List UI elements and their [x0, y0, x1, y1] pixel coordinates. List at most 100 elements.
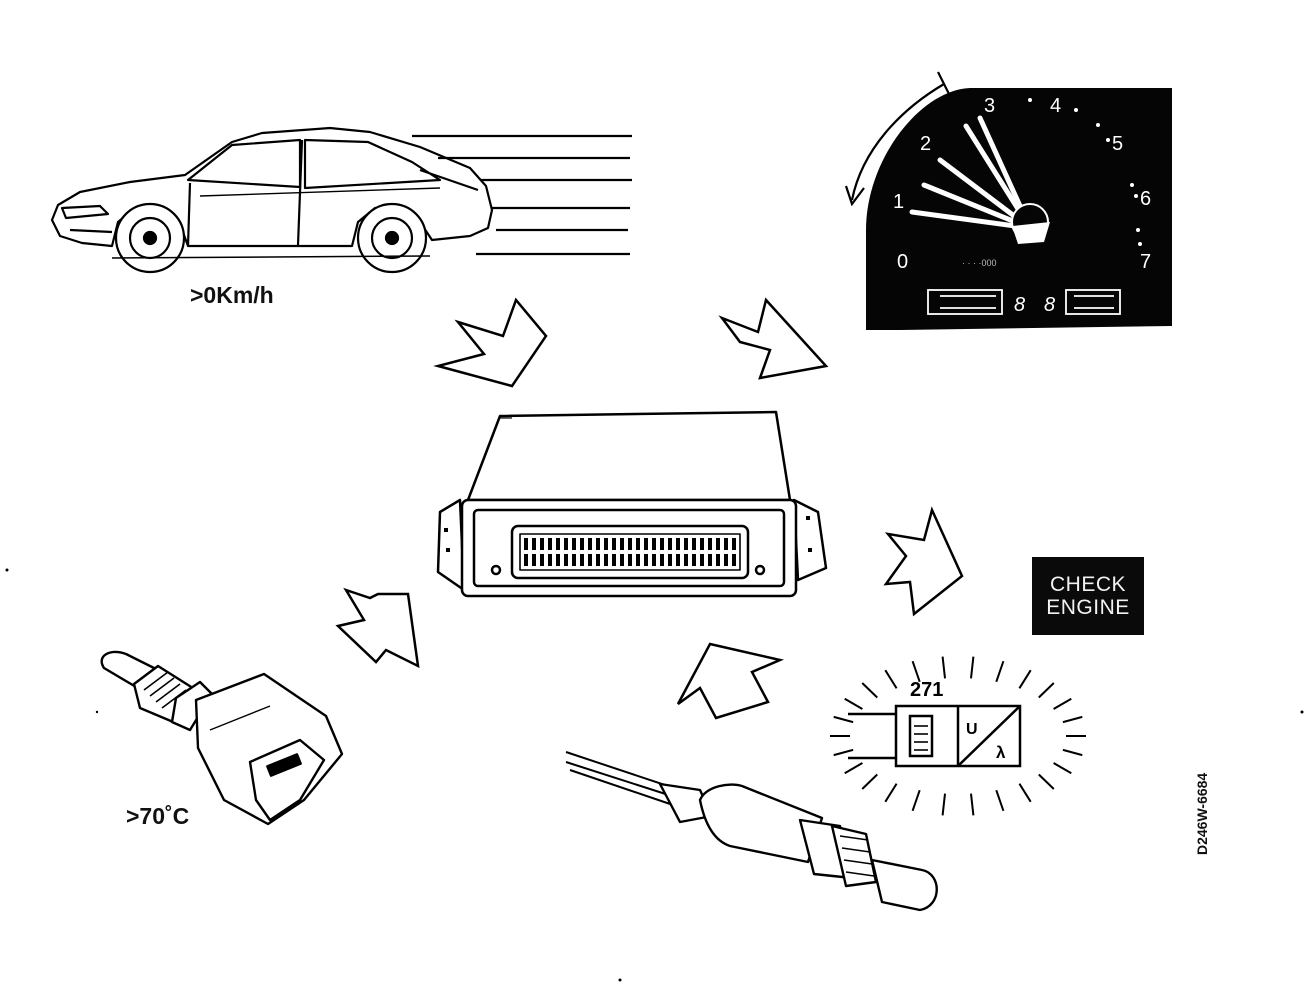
- ecu-pin: [548, 554, 552, 566]
- arrow-lambda-to-ecu: [676, 642, 785, 720]
- ecu-pin: [556, 554, 560, 566]
- odometer-digit-left: 8: [1014, 294, 1025, 316]
- arrow-tach-to-ecu: [718, 297, 829, 380]
- ecu-pin: [532, 538, 536, 550]
- glow-ray: [995, 789, 1005, 812]
- ecu-pin: [620, 538, 624, 550]
- temperature-condition-label: >70˚C: [126, 803, 190, 829]
- ecu-pin: [524, 554, 528, 566]
- tach-tick-5: 5: [1112, 133, 1123, 155]
- ecu-pin: [668, 538, 672, 550]
- glow-ray: [1053, 762, 1072, 775]
- tachometer-gauge: 0 1 2 3 4 5 6 7 · · · ·000 8 8: [866, 88, 1172, 330]
- ecu-pin: [556, 538, 560, 550]
- ecu-pin: [580, 538, 584, 550]
- car-illustration: [50, 126, 494, 274]
- ecu-pin: [652, 538, 656, 550]
- ecu-pin: [676, 538, 680, 550]
- ecu-pin: [596, 538, 600, 550]
- ecu-pin: [572, 554, 576, 566]
- ecu-pin: [612, 554, 616, 566]
- ecu-pin: [700, 538, 704, 550]
- glow-ray: [833, 715, 854, 724]
- motion-lines: [412, 134, 632, 256]
- tach-tick-4: 4: [1050, 95, 1061, 117]
- glow-ray: [833, 748, 854, 757]
- glow-ray: [844, 762, 863, 775]
- glow-ray: [884, 783, 898, 803]
- warning-glow-rays: [830, 656, 1086, 816]
- ecu-pin: [564, 554, 568, 566]
- tach-tick-2: 2: [920, 133, 931, 155]
- ecu-pin: [588, 554, 592, 566]
- glow-ray: [1053, 697, 1072, 710]
- ecu-pin: [540, 538, 544, 550]
- ecu-pin: [644, 538, 648, 550]
- ecu-pin: [572, 538, 576, 550]
- ecu-pin: [548, 538, 552, 550]
- glow-ray: [941, 793, 946, 816]
- speed-condition-label: >0Km/h: [190, 282, 274, 308]
- glow-ray: [1018, 783, 1032, 803]
- scan-specks: [5, 568, 1304, 982]
- glow-ray: [861, 773, 878, 790]
- tach-tick-3: 3: [984, 95, 995, 117]
- rpm-sweep-arrow: [844, 71, 951, 207]
- ecu-pin: [588, 538, 592, 550]
- lambda-signal-box: [848, 704, 1022, 768]
- ecu-pin: [636, 538, 640, 550]
- ecu-pin: [708, 538, 712, 550]
- tach-tick-6: 6: [1140, 188, 1151, 210]
- fuse-number-label: 271: [910, 679, 943, 701]
- ecu-connector-pins: [524, 538, 736, 566]
- ecu-control-unit: [436, 410, 828, 598]
- ecu-pin: [636, 554, 640, 566]
- ecu-pin: [540, 554, 544, 566]
- arrow-tempsensor-to-ecu: [335, 587, 420, 669]
- ecu-pin: [580, 554, 584, 566]
- ecu-pin: [732, 538, 736, 550]
- ecu-pin: [564, 538, 568, 550]
- glow-ray: [1062, 748, 1083, 757]
- ecu-pin: [604, 554, 608, 566]
- arrow-ecu-to-lamp: [883, 506, 964, 617]
- ecu-pin: [732, 554, 736, 566]
- ecu-pin: [716, 554, 720, 566]
- ecu-pin: [684, 554, 688, 566]
- ecu-pin: [676, 554, 680, 566]
- ecu-pin: [604, 538, 608, 550]
- glow-ray: [970, 656, 975, 679]
- glow-ray: [884, 669, 898, 689]
- check-engine-line2: ENGINE: [1046, 596, 1130, 619]
- tach-tick-1: 1: [893, 191, 904, 213]
- tach-tick-0: 0: [897, 251, 908, 273]
- glow-ray: [1038, 682, 1055, 699]
- ecu-pin: [692, 538, 696, 550]
- ecu-pin: [596, 554, 600, 566]
- ecu-pin: [620, 554, 624, 566]
- glow-ray: [1062, 715, 1083, 724]
- ecu-pin: [724, 538, 728, 550]
- glow-ray: [844, 697, 863, 710]
- coolant-temperature-sensor: [100, 650, 344, 826]
- glow-ray: [911, 789, 921, 812]
- ecu-pin: [708, 554, 712, 566]
- glow-ray: [970, 793, 975, 816]
- voltage-symbol: U: [966, 721, 978, 738]
- ecu-pin: [612, 538, 616, 550]
- glow-ray: [1038, 773, 1055, 790]
- glow-ray: [1018, 669, 1032, 689]
- ecu-pin: [668, 554, 672, 566]
- ecu-pin: [716, 538, 720, 550]
- oxygen-lambda-sensor: [565, 751, 938, 912]
- ecu-pin: [724, 554, 728, 566]
- glow-ray: [861, 682, 878, 699]
- tach-tick-7: 7: [1140, 251, 1151, 273]
- glow-ray: [911, 660, 921, 683]
- glow-ray: [941, 656, 946, 679]
- ecu-pin: [532, 554, 536, 566]
- figure-reference-code: D246W-6684: [1194, 772, 1210, 855]
- ecu-pin: [660, 538, 664, 550]
- arrow-car-to-ecu: [433, 297, 548, 388]
